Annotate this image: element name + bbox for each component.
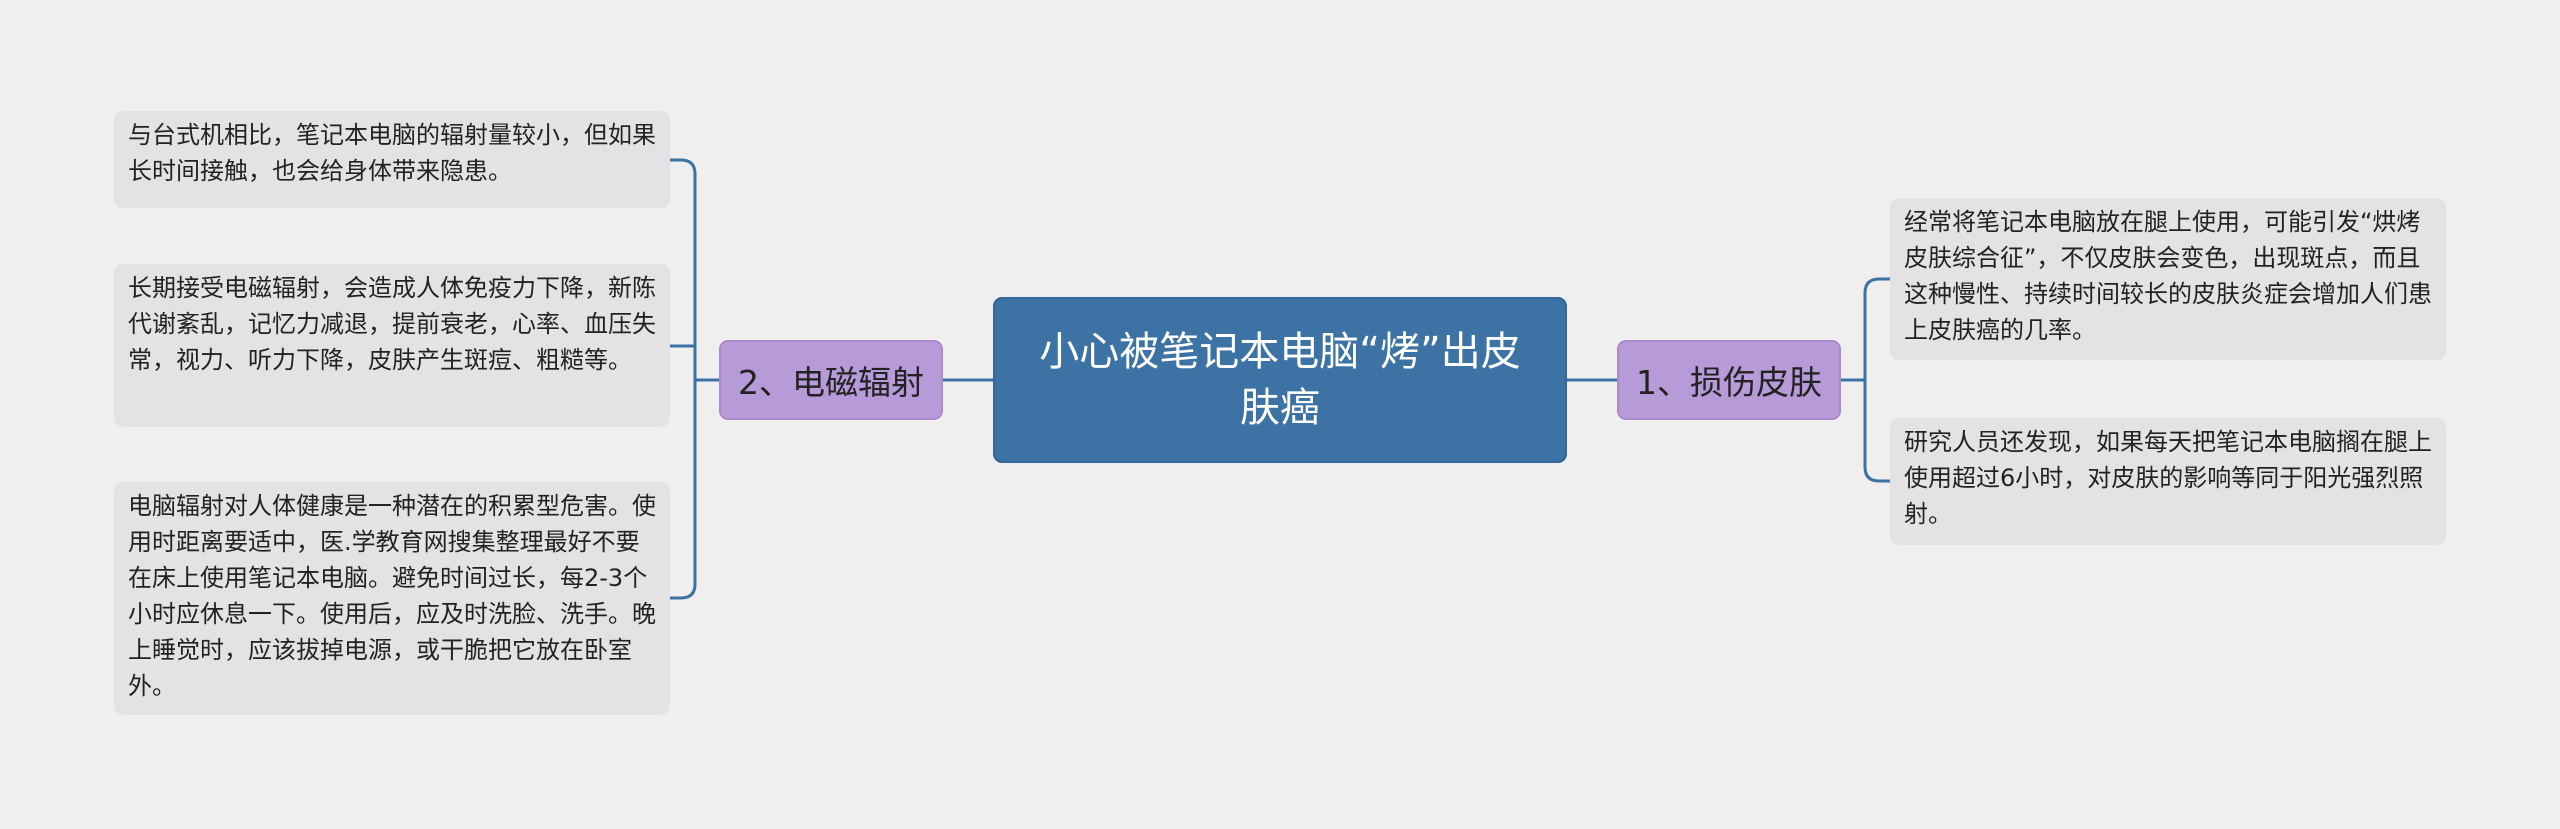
central-topic[interactable]: 小心被笔记本电脑“烤”出皮肤癌 [993, 297, 1567, 463]
leaf-radiation-compared-desktop[interactable]: 与台式机相比，笔记本电脑的辐射量较小，但如果长时间接触，也会给身体带来隐患。 [114, 111, 670, 208]
connector-right-leaf-2 [1863, 380, 1890, 483]
connector-left-leaf-3 [670, 380, 697, 600]
branch-electromagnetic-radiation[interactable]: 2、电磁辐射 [719, 340, 943, 420]
leaf-radiation-health-effects[interactable]: 长期接受电磁辐射，会造成人体免疫力下降，新陈代谢紊乱，记忆力减退，提前衰老，心率… [114, 264, 670, 427]
branch-label: 1、损伤皮肤 [1636, 363, 1822, 402]
leaf-toasted-skin-syndrome[interactable]: 经常将笔记本电脑放在腿上使用，可能引发“烘烤皮肤综合征”，不仅皮肤会变色，出现斑… [1890, 198, 2446, 360]
branch-skin-damage[interactable]: 1、损伤皮肤 [1617, 340, 1841, 420]
leaf-research-finding[interactable]: 研究人员还发现，如果每天把笔记本电脑搁在腿上使用超过6小时，对皮肤的影响等同于阳… [1890, 418, 2446, 545]
branch-label: 2、电磁辐射 [738, 363, 924, 402]
connector-right-leaf-1 [1863, 277, 1890, 380]
connector-left-leaf-1 [670, 158, 697, 380]
central-topic-label: 小心被笔记本电脑“烤”出皮肤癌 [1039, 329, 1521, 431]
leaf-radiation-usage-advice[interactable]: 电脑辐射对人体健康是一种潜在的积累型危害。使用时距离要适中，医.学教育网搜集整理… [114, 482, 670, 715]
